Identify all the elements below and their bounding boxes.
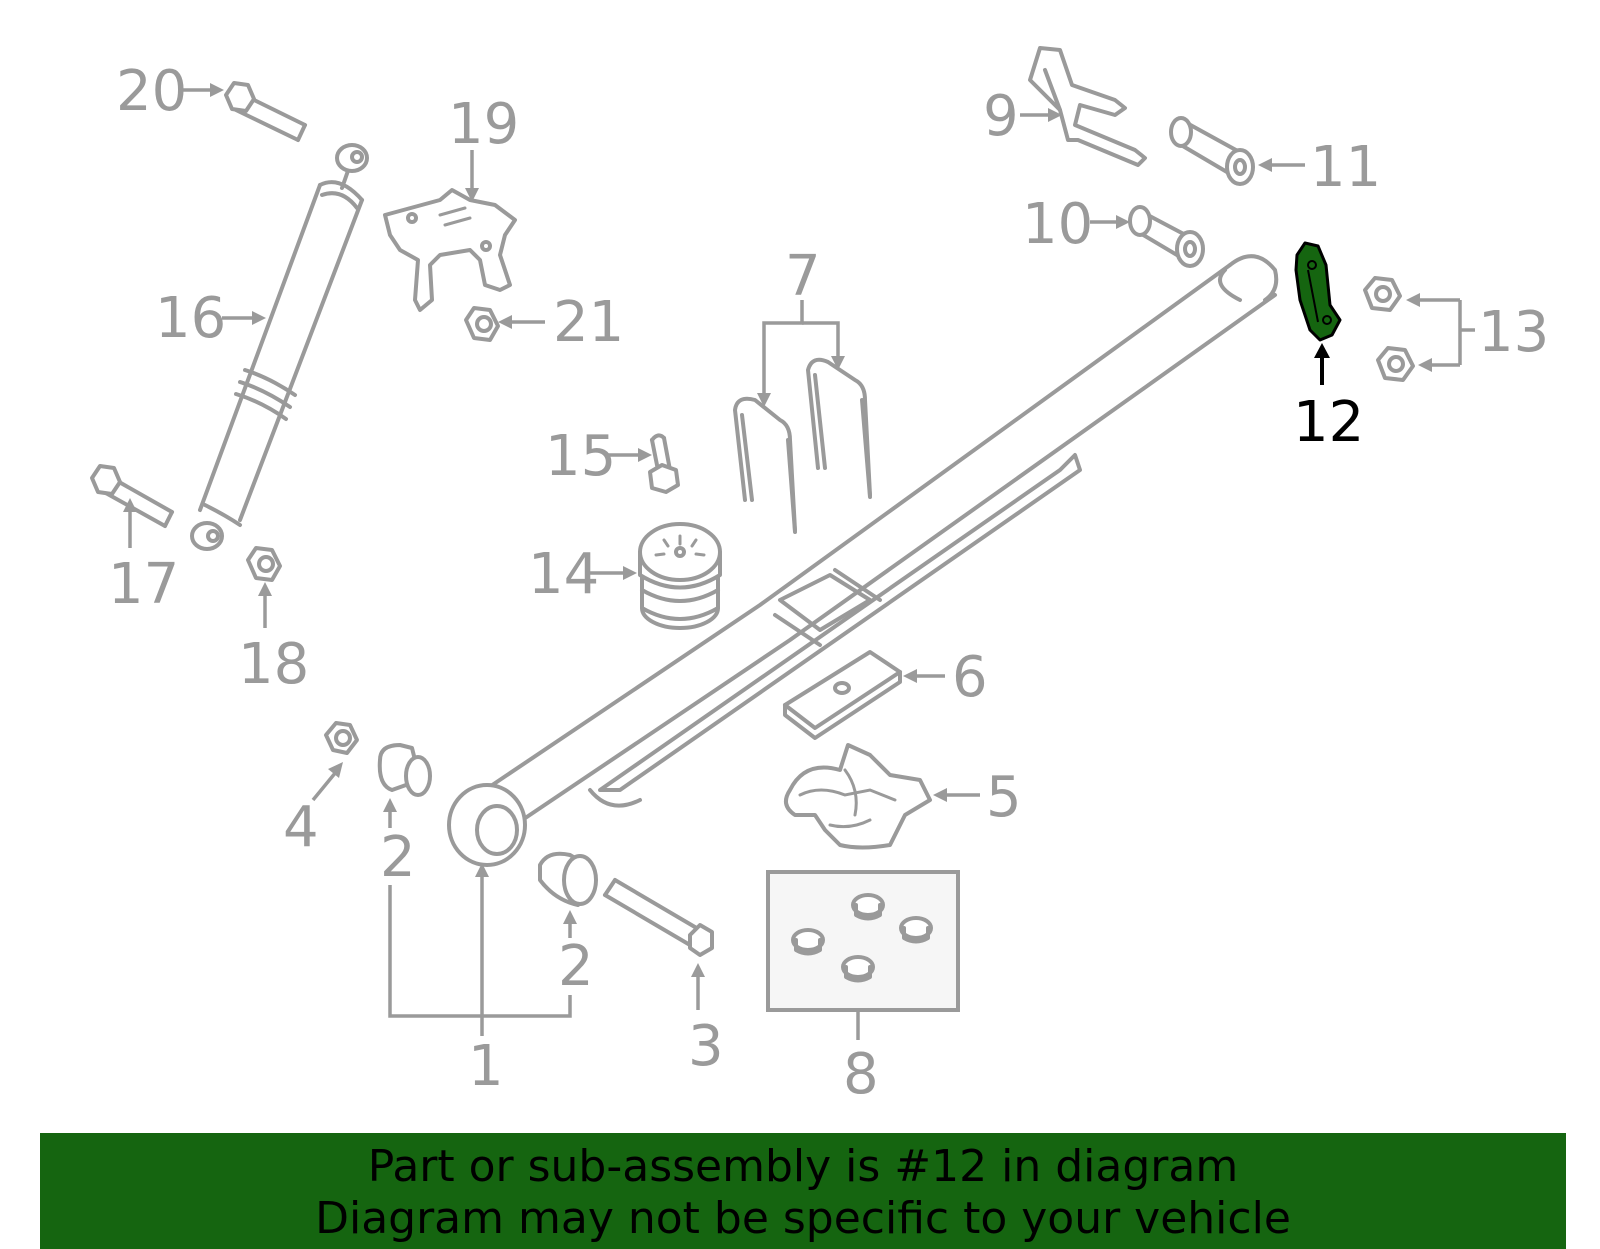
nut-kit [766, 870, 960, 1012]
callout-18: 18 [238, 632, 309, 697]
kit-nut [791, 928, 825, 956]
nut-18 [246, 546, 282, 582]
callout-9: 9 [983, 84, 1019, 149]
callout-3: 3 [688, 1014, 724, 1079]
callout-2-upper: 2 [380, 825, 416, 890]
nut-4 [324, 721, 359, 755]
callout-13: 13 [1478, 300, 1549, 365]
bushing-lower [538, 851, 598, 907]
spring-eye-bolt [603, 878, 714, 957]
kit-nut [851, 893, 885, 921]
callout-20: 20 [116, 59, 187, 124]
callout-11: 11 [1310, 135, 1381, 200]
callout-2-lower: 2 [558, 934, 594, 999]
callout-1: 1 [468, 1034, 504, 1099]
callout-14: 14 [528, 542, 599, 607]
bushing-upper [377, 743, 432, 797]
leaf-spring [447, 254, 1279, 867]
callout-17: 17 [108, 552, 179, 617]
spring-seat [784, 743, 932, 850]
u-bolt-right [806, 357, 872, 499]
shock-upper-bolt [224, 81, 307, 142]
kit-nut [841, 955, 875, 983]
callout-8: 8 [843, 1042, 879, 1107]
nut-21 [464, 306, 500, 342]
callout-15: 15 [545, 424, 616, 489]
shock-lower-bolt [90, 464, 174, 528]
banner-line-1: Part or sub-assembly is #12 in diagram [367, 1141, 1239, 1192]
shock-absorber [190, 143, 369, 551]
callout-5: 5 [986, 765, 1022, 830]
callout-6: 6 [952, 645, 988, 710]
spring-plate [783, 650, 902, 740]
callout-4: 4 [283, 795, 319, 860]
bump-stop-bolt [648, 433, 680, 494]
callout-labels: 20 19 16 21 17 18 15 14 7 9 10 11 12 13 … [108, 59, 1549, 1107]
shackle [1028, 46, 1147, 167]
callout-21: 21 [553, 290, 624, 355]
nut-13-upper [1363, 276, 1402, 312]
callout-7: 7 [785, 244, 821, 309]
banner-line-2: Diagram may not be specific to your vehi… [315, 1193, 1291, 1244]
u-bolt-left [733, 396, 797, 534]
shackle-plate-highlighted [1294, 241, 1342, 342]
nut-13-lower [1376, 346, 1415, 382]
bump-stop [638, 522, 722, 630]
info-banner: Part or sub-assembly is #12 in diagram D… [40, 1133, 1566, 1249]
shock-bracket [383, 188, 517, 312]
callout-10: 10 [1022, 192, 1093, 257]
kit-nut [899, 916, 933, 944]
shackle-pin-11 [1169, 116, 1255, 186]
leader-lines [123, 83, 1475, 1040]
callout-16: 16 [155, 286, 226, 351]
callout-12-highlighted: 12 [1293, 390, 1364, 455]
callout-19: 19 [448, 92, 519, 157]
shackle-pin-10 [1128, 205, 1205, 268]
